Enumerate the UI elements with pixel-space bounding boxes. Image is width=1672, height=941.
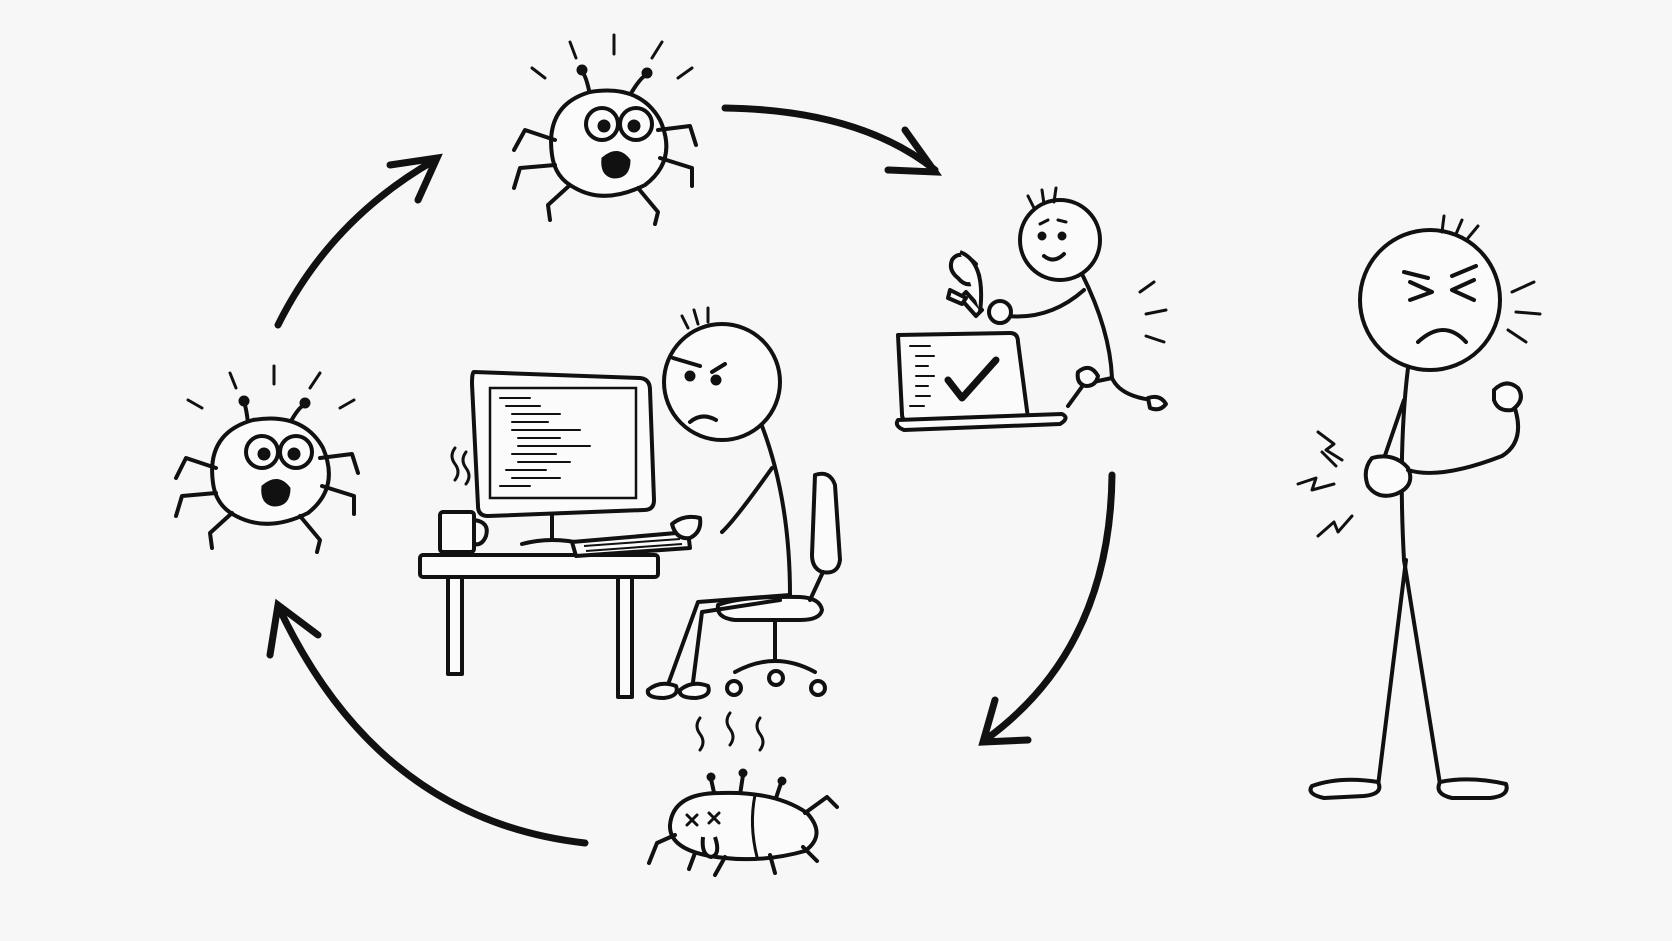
- surprise-lines: [186, 364, 356, 410]
- stink-lines: [695, 711, 765, 752]
- frustrated-stickman: [645, 306, 792, 700]
- stickman-in-pain: [1296, 214, 1542, 800]
- arrow-top-right: [721, 104, 943, 176]
- code-lines: [499, 397, 591, 487]
- pained-face: [1402, 264, 1478, 344]
- laptop: [894, 331, 1068, 432]
- pain-zigzags: [1296, 430, 1354, 538]
- bug-reappears-icon: [174, 364, 360, 554]
- pain-lines-head: [1506, 280, 1542, 344]
- laptop-code-lines: [909, 345, 935, 407]
- arrow-bottom-left: [266, 598, 589, 847]
- stickman-frustrated-at-computer: [418, 306, 842, 700]
- hair: [680, 306, 710, 330]
- angry-face: [671, 356, 727, 424]
- cycle-arrows: [266, 104, 1116, 847]
- dead-bug-icon: [647, 711, 839, 877]
- hair: [1026, 186, 1058, 210]
- hair: [1440, 214, 1480, 240]
- arrow-right-down: [978, 471, 1116, 746]
- x-eyes: [685, 811, 721, 827]
- keyboard: [570, 530, 692, 558]
- monitor: [470, 370, 656, 546]
- office-chair: [715, 471, 842, 697]
- motion-lines: [1138, 280, 1168, 344]
- happy-fixer-stickman: [987, 186, 1168, 412]
- arrow-left-up: [274, 153, 443, 329]
- wrench-icon: [946, 250, 984, 318]
- surprise-lines: [530, 33, 694, 80]
- coffee-mug-icon: [438, 446, 489, 554]
- bug-appears-icon: [512, 33, 698, 226]
- checkmark-icon: [944, 356, 1000, 402]
- desk: [418, 553, 660, 699]
- stickman-fixing-laptop: [894, 186, 1168, 432]
